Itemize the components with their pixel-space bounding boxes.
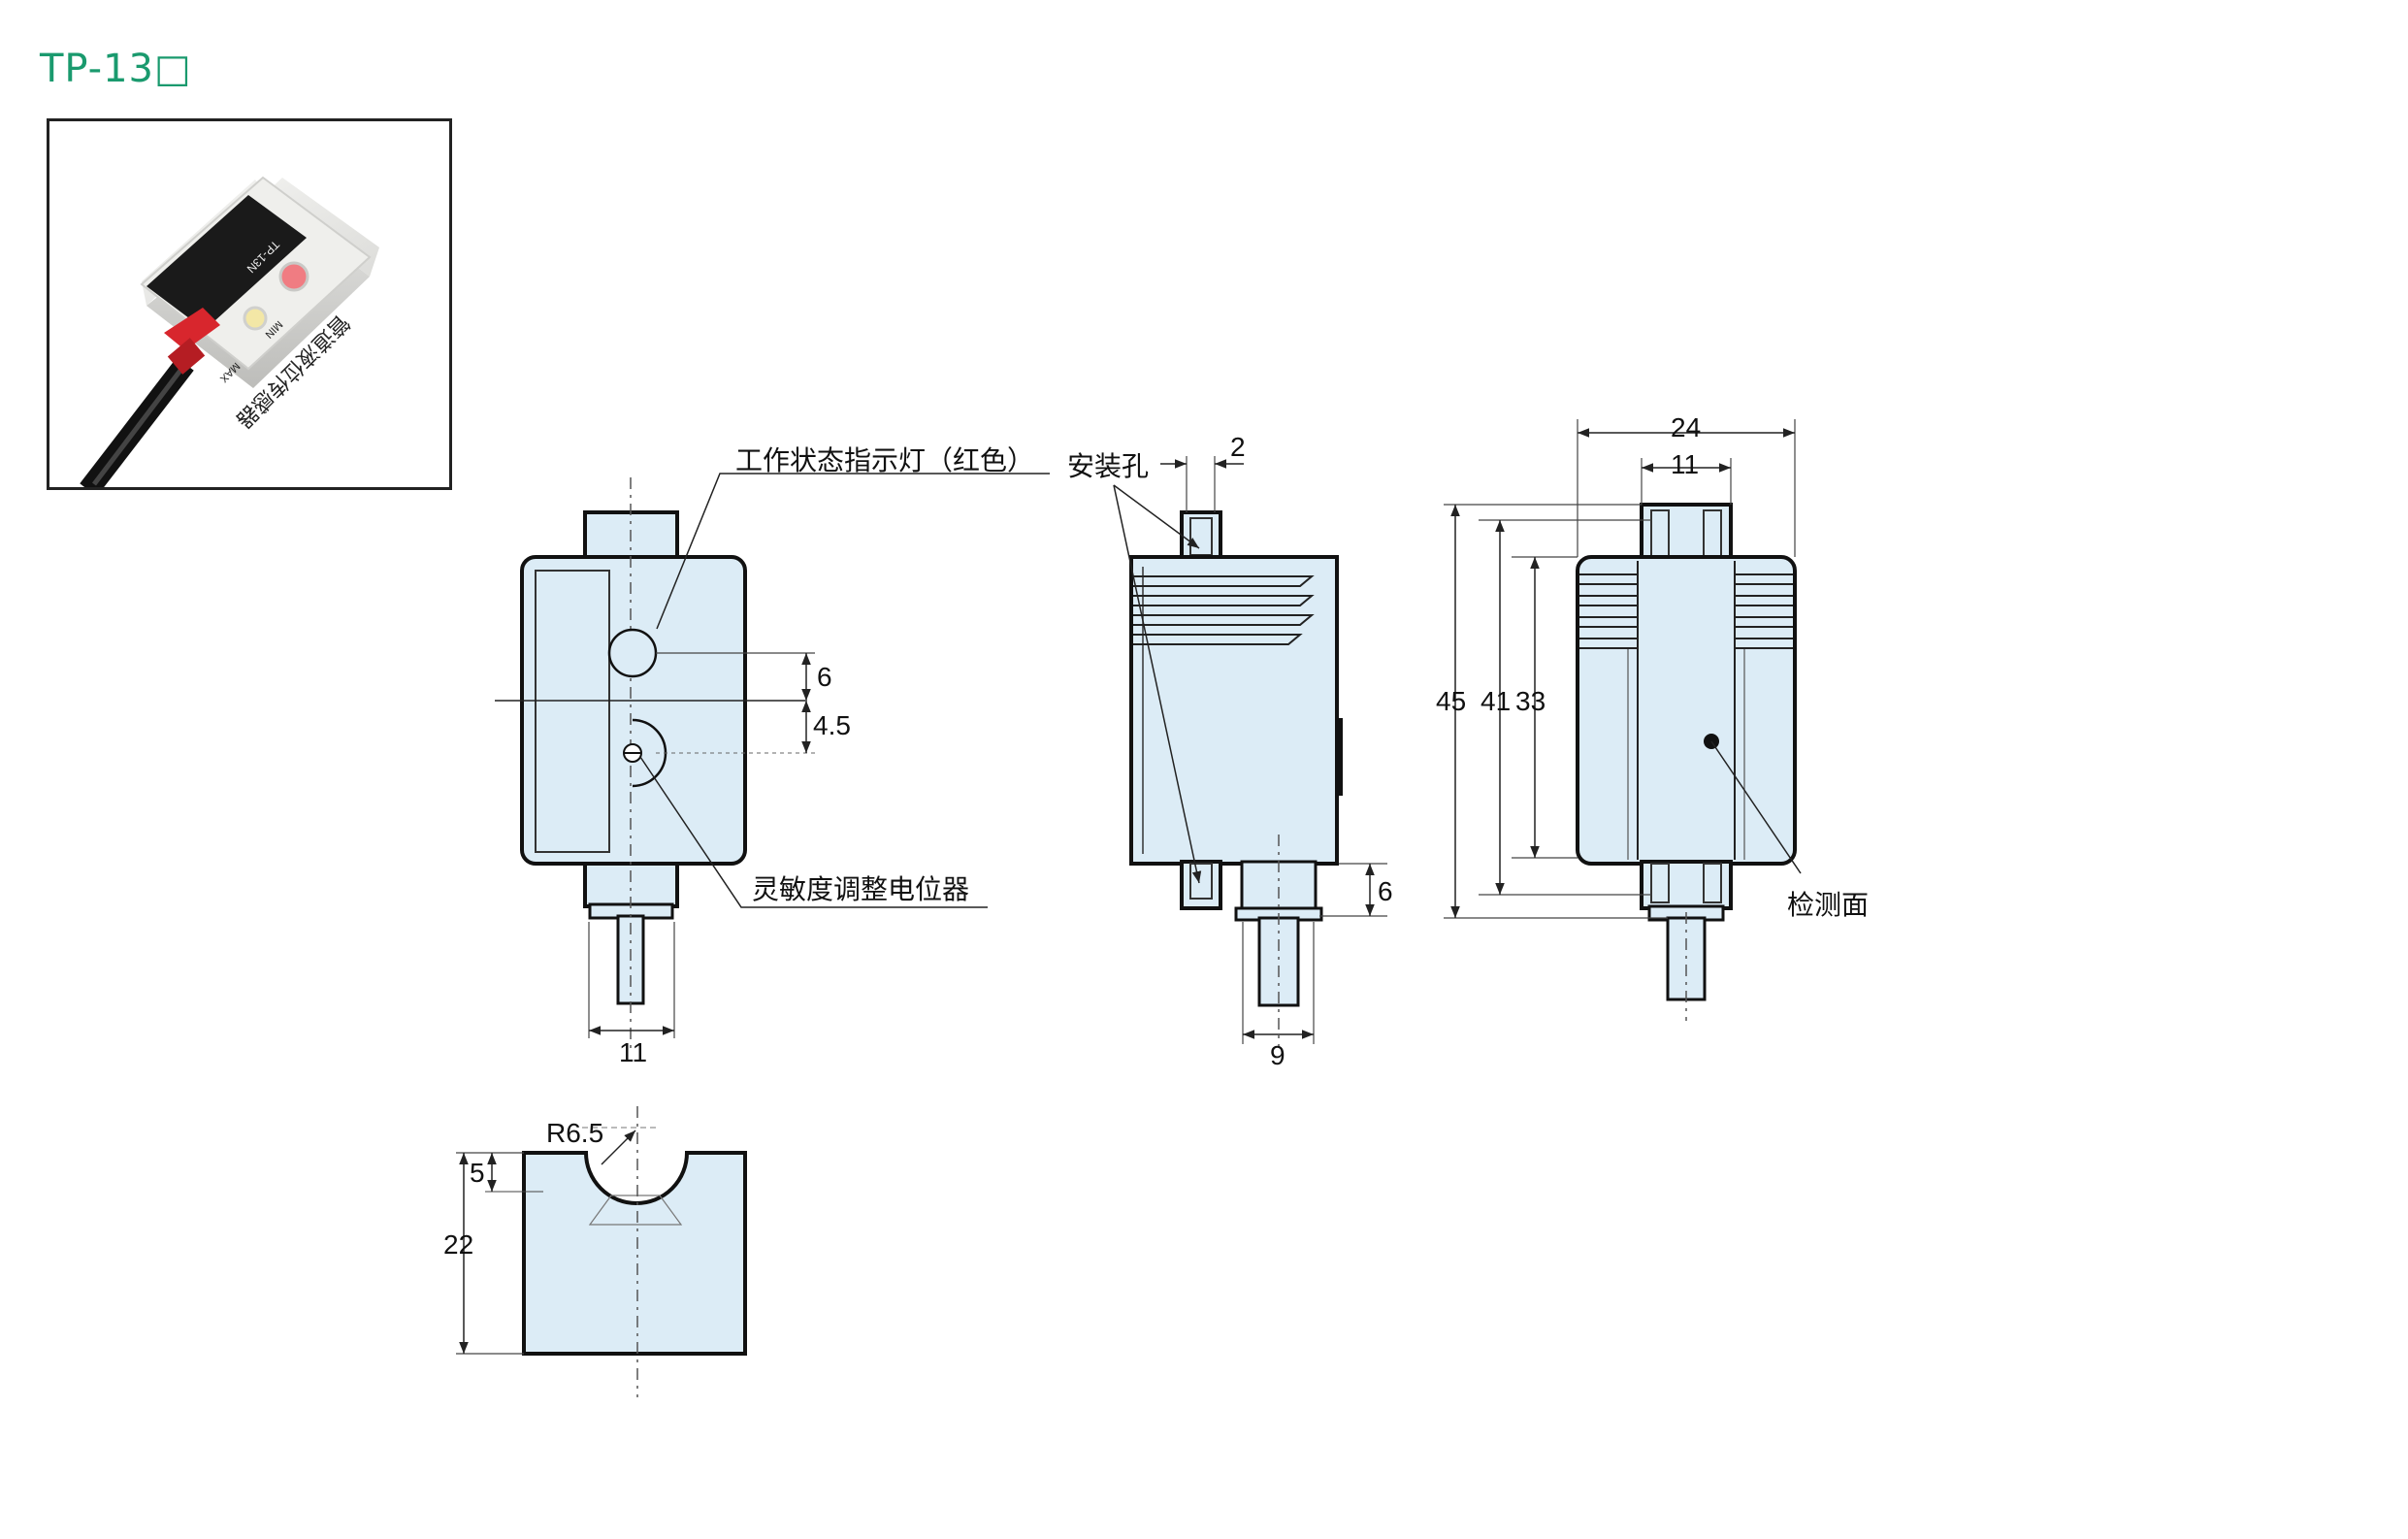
callout-sensitivity-pot: 灵敏度调整电位器 [752,873,969,905]
dim-side-cable-width: 9 [1270,1040,1285,1070]
callout-detection-face: 检测面 [1787,889,1869,921]
front-view: 6 4.5 工作状态指示灯（红色） 灵敏度调整电位器 11 [495,444,1050,1067]
dim-back-inner-height: 33 [1515,686,1546,716]
dim-back-total-height: 45 [1436,686,1466,716]
dim-saddle-radius: R6.5 [546,1118,603,1148]
dim-led-offset: 6 [817,662,832,692]
side-body [1129,555,1339,866]
back-view: 检测面 24 11 45 41 33 [1436,412,1869,1021]
dim-saddle-height: 22 [443,1229,473,1260]
page-title: TP-13□ [40,47,192,91]
dim-side-bottom-height: 6 [1378,876,1393,906]
indicator-led [607,628,658,678]
side-view: 安装孔 2 6 9 [1067,432,1393,1070]
dim-back-body-height: 41 [1481,686,1511,716]
saddle-body [522,1151,747,1356]
callout-indicator-light: 工作状态指示灯（红色） [735,444,1034,476]
front-label-panel [535,570,610,853]
dim-back-total-width: 24 [1671,412,1701,442]
dim-pot-offset: 4.5 [813,710,851,740]
callout-mounting-hole: 安装孔 [1067,450,1149,482]
saddle-view: R6.5 5 22 [443,1106,747,1397]
product-photo: MIN MAX 管道液位传感器 TP-13N [47,118,452,490]
dim-saddle-depth: 5 [470,1158,485,1188]
dim-side-hole-width: 2 [1230,432,1246,462]
dim-front-cable-width: 11 [619,1037,647,1067]
dim-back-neck-width: 11 [1671,449,1699,479]
product-photo-image: MIN MAX 管道液位传感器 TP-13N [80,176,379,487]
